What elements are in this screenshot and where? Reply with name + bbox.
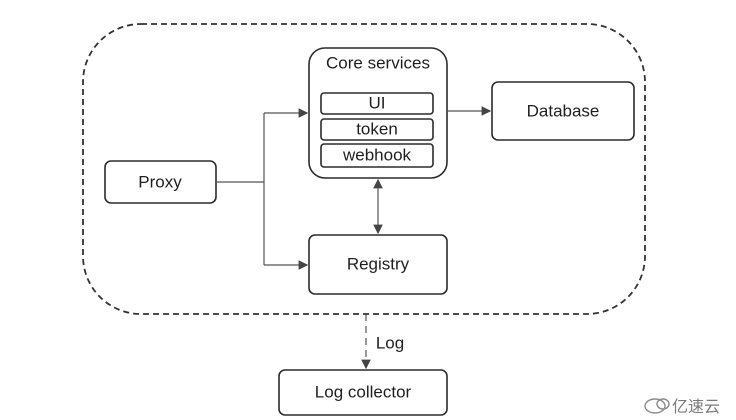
- watermark: 亿速云: [644, 397, 720, 416]
- log-collector-label: Log collector: [315, 382, 412, 401]
- ui-box: [320, 92, 434, 115]
- token-label: token: [356, 119, 398, 138]
- database-label: Database: [527, 101, 600, 120]
- token-box: [320, 118, 434, 141]
- database-box: [491, 81, 635, 141]
- watermark-text: 亿速云: [672, 397, 720, 416]
- cloud-logo-icon: [644, 398, 670, 414]
- registry-label: Registry: [347, 254, 410, 273]
- system-boundary: [82, 23, 646, 315]
- proxy-label: Proxy: [138, 172, 182, 191]
- registry-box: [308, 234, 448, 295]
- core-services-label: Core services: [326, 53, 430, 72]
- edge-log-label: Log: [376, 333, 404, 352]
- log-collector-box: [278, 369, 448, 416]
- webhook-label: webhook: [342, 145, 412, 164]
- webhook-box: [320, 143, 434, 168]
- ui-label: UI: [369, 93, 386, 112]
